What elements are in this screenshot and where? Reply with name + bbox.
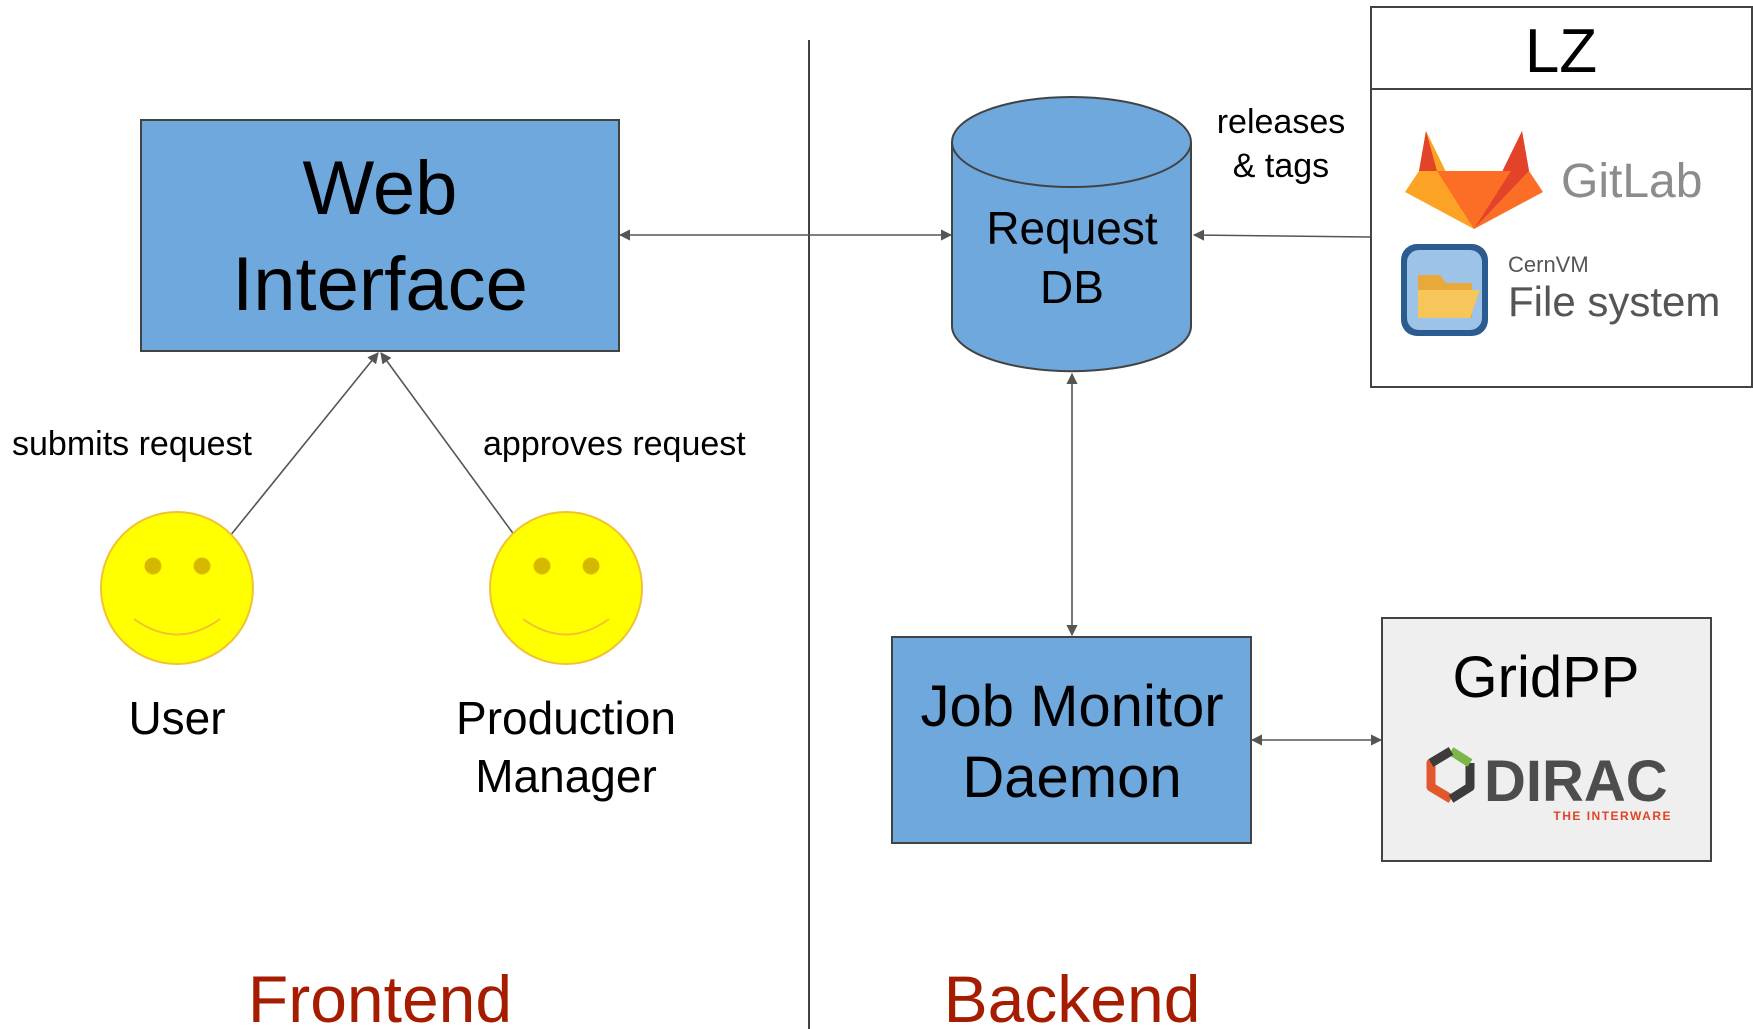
production-manager-label-line2: Manager [475,750,657,802]
frontend-section-label: Frontend [248,962,512,1029]
submits-request-label: submits request [12,425,253,463]
lz-title: LZ [1525,17,1597,86]
request-db-label-line2: DB [1040,261,1104,313]
user-smiley-icon [100,511,254,665]
dirac-wordmark: DIRAC [1484,749,1668,814]
manager-webinterface-connector [380,352,516,537]
gitlab-wordmark: GitLab [1561,155,1702,208]
web-interface-box: Web Interface [140,119,620,352]
lz-requestdb-connector [1192,229,1371,241]
user-webinterface-connector [229,352,379,537]
gridpp-title: GridPP [1453,645,1640,710]
lz-container: LZ GitLab CernVM [1370,6,1753,388]
job-monitor-label-line2: Daemon [962,745,1181,810]
approves-request-label: approves request [483,425,746,463]
dirac-logo: DIRAC THE INTERWARE [1426,747,1672,823]
job-monitor-label-line1: Job Monitor [920,674,1223,739]
user-label: User [128,692,225,744]
production-manager-smiley-icon [489,511,643,665]
dirac-tagline: THE INTERWARE [1553,809,1672,823]
cernvm-file-system-label: File system [1508,278,1720,325]
cernvm-small-label: CernVM [1508,252,1589,277]
cernvm-fs-logo: CernVM File system [1401,244,1720,336]
releases-label-line2: & tags [1233,147,1329,185]
gridpp-container: GridPP DIRAC THE INTERWARE [1381,617,1712,862]
request-db-label-line1: Request [986,202,1158,254]
job-monitor-daemon-box: Job Monitor Daemon [891,636,1252,844]
web-interface-label-line1: Web [303,146,458,231]
cernvm-folder-icon [1401,244,1488,336]
backend-section-label: Backend [944,962,1201,1029]
dirac-hexagon-icon [1426,747,1475,803]
production-manager-label-line1: Production [456,692,676,744]
web-interface-label-line2: Interface [232,242,528,327]
gitlab-logo: GitLab [1405,131,1702,229]
releases-label-line1: releases [1217,103,1346,141]
request-db-cylinder: Request DB [951,96,1192,373]
gitlab-fox-icon [1405,131,1543,229]
